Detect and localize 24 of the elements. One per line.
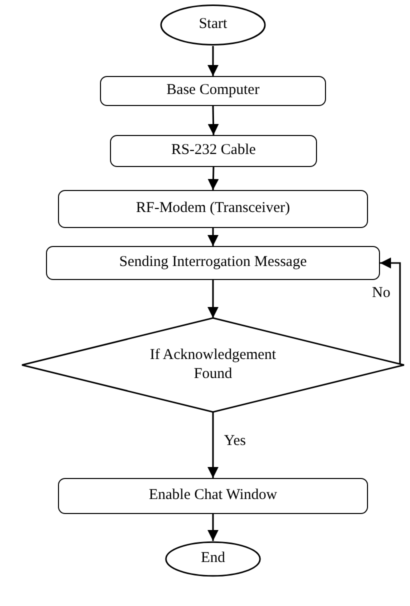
- process-box: [110, 135, 317, 167]
- node-label: Sending Interrogation Message: [118, 253, 308, 272]
- node-label: Enable Chat Window: [148, 486, 278, 506]
- terminal-ellipse: [160, 4, 266, 46]
- node-label: Base Computer: [166, 81, 260, 100]
- arrow: [208, 514, 218, 541]
- node-label: RF-Modem (Transceiver): [134, 199, 291, 218]
- node-label: RS-232 Cable: [170, 141, 257, 160]
- process-box: [46, 246, 380, 280]
- node-label: Start: [198, 15, 228, 34]
- arrow: [208, 412, 218, 478]
- process-box: [58, 190, 368, 228]
- arrow: [208, 46, 218, 76]
- arrow: [208, 280, 218, 318]
- node-label: If Acknowledgement Found: [148, 346, 278, 384]
- process-box: [58, 478, 368, 514]
- arrow: [208, 166, 219, 190]
- decision-diamond: [22, 318, 404, 412]
- process-box: [100, 76, 326, 106]
- terminal-ellipse: [165, 541, 261, 577]
- arrow: [208, 106, 219, 136]
- arrow: [380, 258, 404, 366]
- node-label: End: [200, 549, 226, 568]
- arrow: [208, 228, 218, 246]
